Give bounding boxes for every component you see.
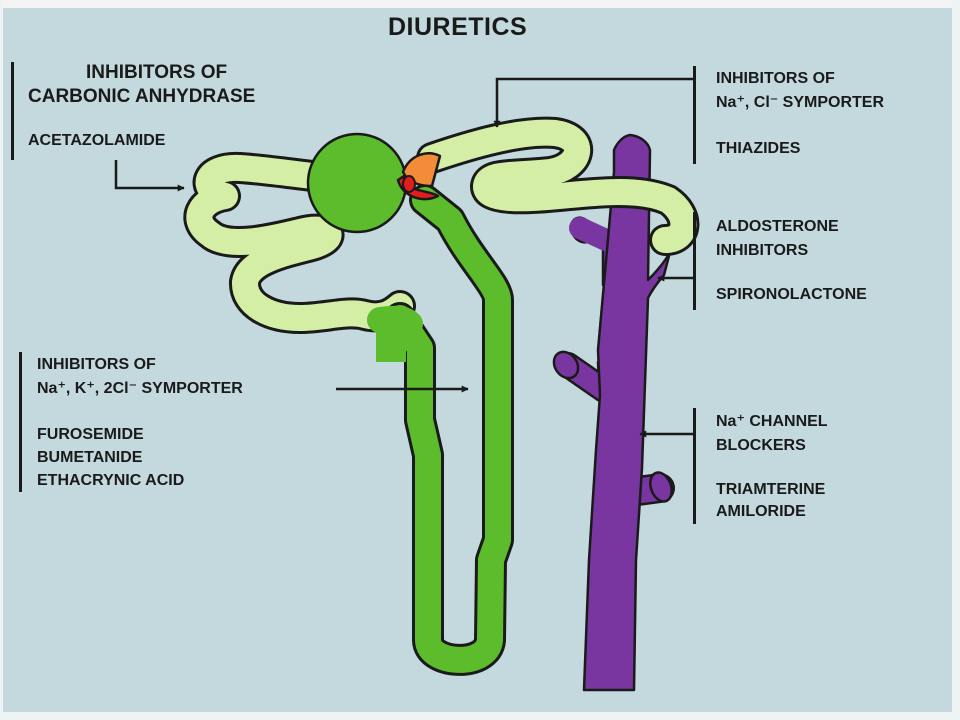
aldosterone-drug: SPIRONOLACTONE: [716, 286, 867, 303]
frame-left-border: [0, 0, 3, 720]
carbonic-drug: ACETAZOLAMIDE: [28, 132, 166, 149]
bracket-aldosterone: [693, 212, 696, 310]
nachannel-heading-line-1: Na⁺ CHANNEL: [716, 413, 828, 430]
bracket-carbonic: [11, 62, 14, 160]
nacl-heading-line-2: Na⁺, Cl⁻ SYMPORTER: [716, 94, 885, 111]
collecting-duct: [552, 133, 675, 692]
carbonic-heading-line-1: INHIBITORS OF: [86, 62, 228, 83]
nacl-drug: THIAZIDES: [716, 140, 801, 157]
bracket-nachannel: [693, 408, 696, 524]
frame-bottom-border: [0, 712, 960, 720]
loop-of-henle: [367, 184, 514, 676]
macula-densa: [396, 152, 442, 201]
bracket-nacl: [693, 66, 696, 164]
proximal-tubule: [183, 151, 416, 334]
nachannel-heading-line-2: BLOCKERS: [716, 437, 806, 454]
nak2cl-drug-1: FUROSEMIDE: [37, 426, 144, 443]
carbonic-heading-line-2: CARBONIC ANHYDRASE: [28, 86, 256, 107]
nak2cl-drug-3: ETHACRYNIC ACID: [37, 472, 185, 489]
frame-right-border: [952, 0, 960, 720]
nachannel-drug-1: TRIAMTERINE: [716, 481, 826, 498]
nachannel-drug-2: AMILORIDE: [716, 503, 806, 520]
aldosterone-heading-line-2: INHIBITORS: [716, 242, 809, 259]
nacl-heading-line-1: INHIBITORS OF: [716, 70, 835, 87]
nak2cl-heading-line-2: Na⁺, K⁺, 2Cl⁻ SYMPORTER: [37, 380, 243, 397]
nak2cl-heading-line-1: INHIBITORS OF: [37, 356, 156, 373]
nak2cl-drug-2: BUMETANIDE: [37, 449, 143, 466]
aldosterone-heading-line-1: ALDOSTERONE: [716, 218, 839, 235]
distal-tubule: [416, 116, 700, 256]
glomerulus: [306, 132, 408, 234]
frame-top-border: [0, 0, 960, 8]
arrow-carbonic: [114, 160, 185, 192]
page-title: DIURETICS: [388, 13, 528, 41]
bracket-nak2cl: [19, 352, 22, 492]
arrow-nacl: [493, 77, 695, 128]
